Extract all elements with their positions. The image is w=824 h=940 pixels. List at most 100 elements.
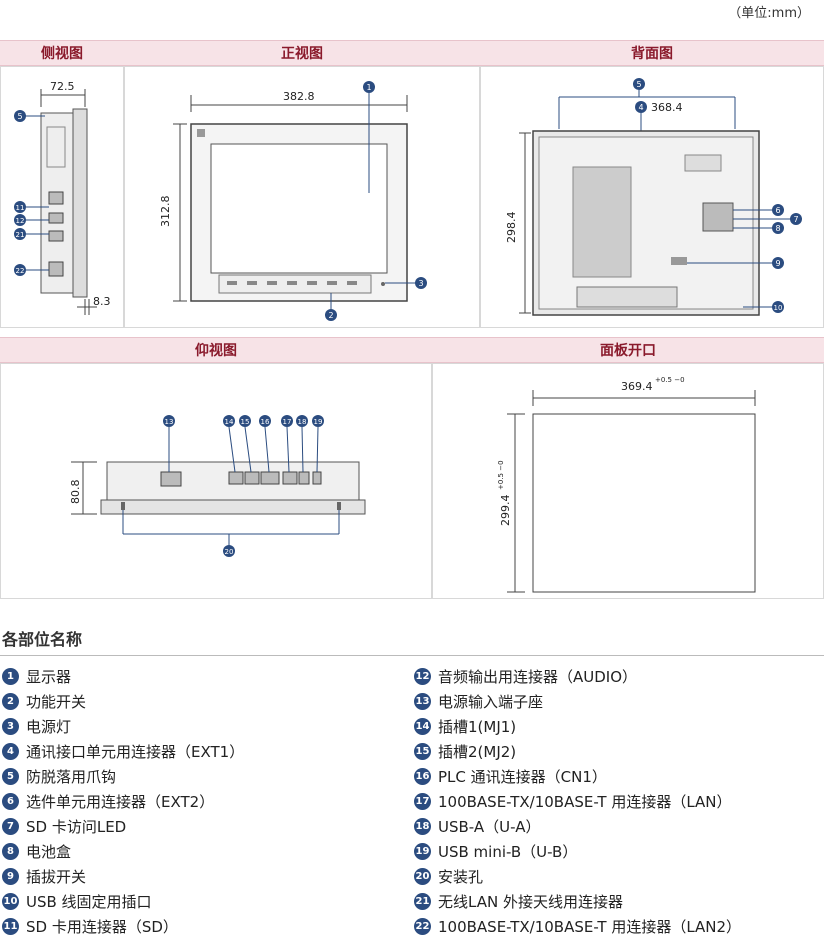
svg-text:21: 21 — [16, 231, 25, 239]
list-item: 21 无线LAN 外接天线用连接器 — [414, 889, 814, 914]
callout-number: 8 — [2, 843, 19, 860]
callout-5-back: 5 — [633, 78, 645, 90]
callout-2: 2 — [325, 293, 337, 321]
front-view-panel: 382.8 312.8 1 3 2 — [124, 66, 480, 328]
part-label: 防脱落用爪钩 — [26, 768, 117, 786]
callout-14: 14 — [223, 415, 236, 473]
part-label: SD 卡用连接器（SD） — [26, 918, 178, 936]
callout-number: 11 — [2, 918, 19, 935]
callout-20: 20 — [223, 545, 235, 557]
svg-text:20: 20 — [225, 548, 234, 556]
callout-3: 3 — [385, 277, 427, 289]
svg-text:14: 14 — [225, 418, 234, 426]
part-label: 电源灯 — [26, 718, 72, 736]
svg-text:22: 22 — [16, 267, 25, 275]
part-label: 功能开关 — [26, 693, 87, 711]
part-label: 电源输入端子座 — [438, 693, 544, 711]
part-label: 插槽2(MJ2) — [438, 743, 517, 761]
back-height-label: 298.4 — [505, 212, 518, 244]
part-label: 无线LAN 外接天线用连接器 — [438, 893, 623, 911]
part-label: 电池盒 — [26, 843, 72, 861]
callout-18: 18 — [296, 415, 308, 473]
callout-7: 7 — [733, 213, 802, 225]
cutout-width-label: 369.4 — [621, 380, 653, 393]
panel-cutout-drawing: 369.4 +0.5 −0 299.4 +0.5 −0 — [497, 376, 756, 593]
bottom-view-panel: 80.8 13 14 15 16 17 18 19 20 — [0, 363, 432, 599]
callout-9: 9 — [687, 257, 784, 269]
svg-text:9: 9 — [775, 259, 780, 268]
svg-text:8: 8 — [775, 224, 780, 233]
svg-text:5: 5 — [636, 80, 641, 89]
callout-5: 5 — [14, 110, 45, 122]
back-view-panel: 5 4 368.4 298.4 6 7 8 9 10 — [480, 66, 824, 328]
callout-16: 16 — [259, 415, 271, 473]
callout-number: 9 — [2, 868, 19, 885]
svg-text:1: 1 — [366, 83, 371, 92]
list-item: 3 电源灯 — [2, 714, 402, 739]
callout-8: 8 — [733, 222, 784, 234]
callout-number: 7 — [2, 818, 19, 835]
svg-text:2: 2 — [328, 311, 333, 320]
callout-1: 1 — [363, 81, 375, 193]
parts-divider — [0, 655, 824, 656]
callout-number: 10 — [2, 893, 19, 910]
list-item: 7 SD 卡访问LED — [2, 814, 402, 839]
parts-title: 各部位名称 — [2, 630, 83, 649]
callout-10: 10 — [743, 301, 784, 313]
callout-15: 15 — [239, 415, 252, 473]
list-item: 14 插槽1(MJ1) — [414, 714, 814, 739]
callout-number: 22 — [414, 918, 431, 935]
callout-number: 20 — [414, 868, 431, 885]
part-label: USB-A（U-A） — [438, 818, 541, 836]
header-front-view: 正视图 — [124, 40, 480, 66]
svg-text:16: 16 — [261, 418, 270, 426]
callout-number: 15 — [414, 743, 431, 760]
callout-number: 6 — [2, 793, 19, 810]
callout-number: 1 — [2, 668, 19, 685]
callout-number: 21 — [414, 893, 431, 910]
cutout-height-label: 299.4 — [499, 495, 512, 527]
svg-text:5: 5 — [17, 112, 22, 121]
part-label: 插拔开关 — [26, 868, 87, 886]
list-item: 13 电源输入端子座 — [414, 689, 814, 714]
cutout-height-tolerance: +0.5 −0 — [497, 460, 505, 490]
side-view-panel: 72.5 8.3 5 11 12 21 22 — [0, 66, 124, 328]
callout-number: 3 — [2, 718, 19, 735]
part-label: 插槽1(MJ1) — [438, 718, 517, 736]
part-label: USB mini-B（U-B） — [438, 843, 578, 861]
back-width-label: 368.4 — [651, 101, 683, 114]
svg-text:19: 19 — [314, 418, 323, 426]
callout-number: 12 — [414, 668, 431, 685]
callout-number: 16 — [414, 768, 431, 785]
header-back-view: 背面图 — [480, 40, 824, 66]
part-label: SD 卡访问LED — [26, 818, 127, 836]
front-view-drawing: 382.8 312.8 1 3 2 — [159, 81, 427, 321]
front-width-label: 382.8 — [283, 90, 315, 103]
front-height-label: 312.8 — [159, 196, 172, 228]
callout-19: 19 — [312, 415, 324, 473]
callout-number: 4 — [2, 743, 19, 760]
callout-number: 13 — [414, 693, 431, 710]
bottom-view-drawing: 80.8 13 14 15 16 17 18 19 20 — [69, 415, 366, 557]
header-side-view: 侧视图 — [0, 40, 124, 66]
svg-text:12: 12 — [16, 217, 25, 225]
list-item: 11 SD 卡用连接器（SD） — [2, 914, 402, 939]
list-item: 8 电池盒 — [2, 839, 402, 864]
part-label: 100BASE-TX/10BASE-T 用连接器（LAN） — [438, 793, 732, 811]
callout-22: 22 — [14, 264, 49, 276]
callout-number: 14 — [414, 718, 431, 735]
header-bottom-view: 仰视图 — [0, 337, 432, 363]
